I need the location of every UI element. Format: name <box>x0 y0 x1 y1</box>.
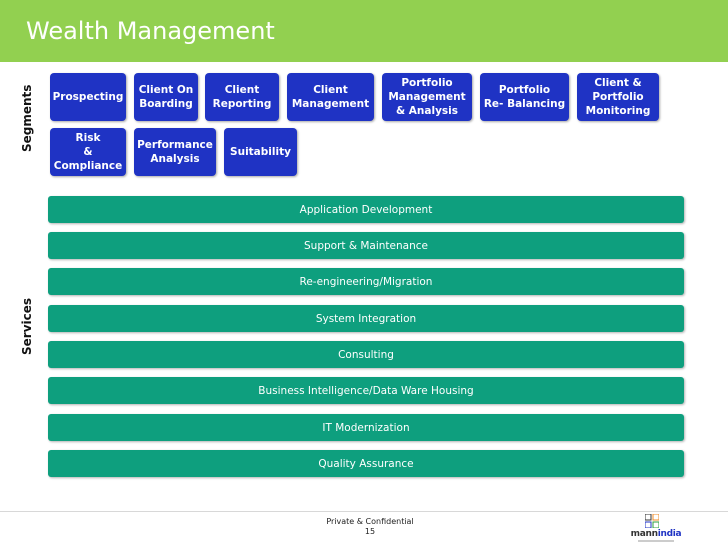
company-logo: mannindia <box>626 512 686 544</box>
segment-client-management: Client Management <box>287 73 374 121</box>
segment-performance-analysis: Performance Analysis <box>134 128 216 176</box>
segment-portfolio-rebalancing: Portfolio Re- Balancing <box>480 73 569 121</box>
logo-tagline-line <box>638 540 674 542</box>
service-business-intelligence: Business Intelligence/Data Ware Housing <box>48 377 684 404</box>
segment-client-reporting: Client Reporting <box>205 73 279 121</box>
services-label: Services <box>20 297 34 355</box>
service-quality-assurance: Quality Assurance <box>48 450 684 477</box>
title-bar: Wealth Management <box>0 0 728 62</box>
segment-portfolio-management-analysis: Portfolio Management & Analysis <box>382 73 472 121</box>
slide-title: Wealth Management <box>26 17 275 45</box>
footer-divider <box>0 511 728 512</box>
service-support-maintenance: Support & Maintenance <box>48 232 684 259</box>
segment-risk-compliance: Risk & Compliance <box>50 128 126 176</box>
footer: Private & Confidential 15 <box>300 517 440 537</box>
logo-wordmark: mannindia <box>630 529 682 539</box>
segment-client-portfolio-monitoring: Client & Portfolio Monitoring <box>577 73 659 121</box>
segment-suitability: Suitability <box>224 128 297 176</box>
segments-label: Segments <box>20 84 34 152</box>
service-consulting: Consulting <box>48 341 684 368</box>
confidential-note: Private & Confidential <box>326 517 414 526</box>
service-it-modernization: IT Modernization <box>48 414 684 441</box>
service-system-integration: System Integration <box>48 305 684 332</box>
segment-prospecting: Prospecting <box>50 73 126 121</box>
logo-grid-icon <box>645 514 659 528</box>
service-application-development: Application Development <box>48 196 684 223</box>
service-reengineering-migration: Re-engineering/Migration <box>48 268 684 295</box>
page-number: 15 <box>364 527 376 536</box>
logo-tagline-mark <box>626 539 686 544</box>
segment-client-on-boarding: Client On Boarding <box>134 73 198 121</box>
